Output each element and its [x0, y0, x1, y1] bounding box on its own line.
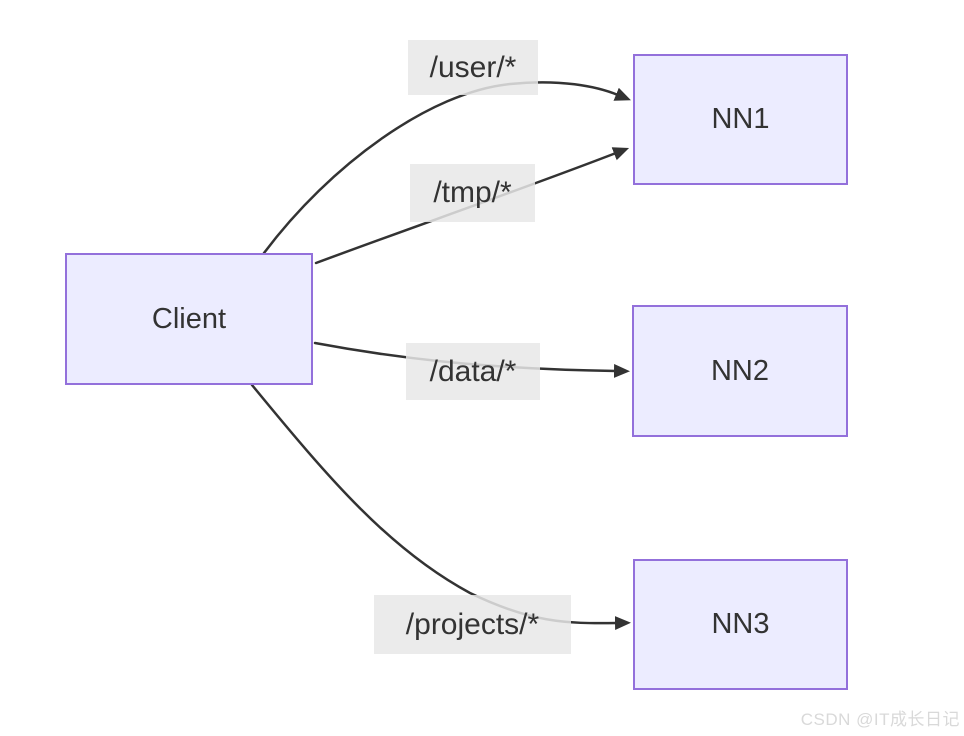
node-client-label: Client: [151, 302, 227, 335]
edge-label-projects: /projects/*: [374, 595, 571, 654]
edge-label-tmp: /tmp/*: [410, 164, 535, 222]
edge-client-nn3-projects: [250, 383, 631, 631]
node-client: Client: [65, 253, 313, 385]
csdn-watermark: CSDN @IT成长日记: [800, 710, 960, 729]
edge-label-data: /data/*: [406, 343, 540, 400]
edge-label-user-text: /user/*: [429, 50, 517, 84]
node-nn1-label: NN1: [711, 103, 770, 135]
node-nn3: NN3: [633, 559, 848, 690]
node-nn1: NN1: [633, 54, 848, 185]
node-nn2-label: NN2: [710, 354, 769, 387]
node-nn2: NN2: [632, 305, 848, 437]
edge-label-projects-text: /projects/*: [405, 607, 540, 641]
edge-label-data-text: /data/*: [429, 354, 517, 388]
node-nn3-label: NN3: [711, 608, 770, 640]
edge-label-user: /user/*: [408, 40, 538, 95]
edge-label-tmp-text: /tmp/*: [433, 176, 512, 209]
